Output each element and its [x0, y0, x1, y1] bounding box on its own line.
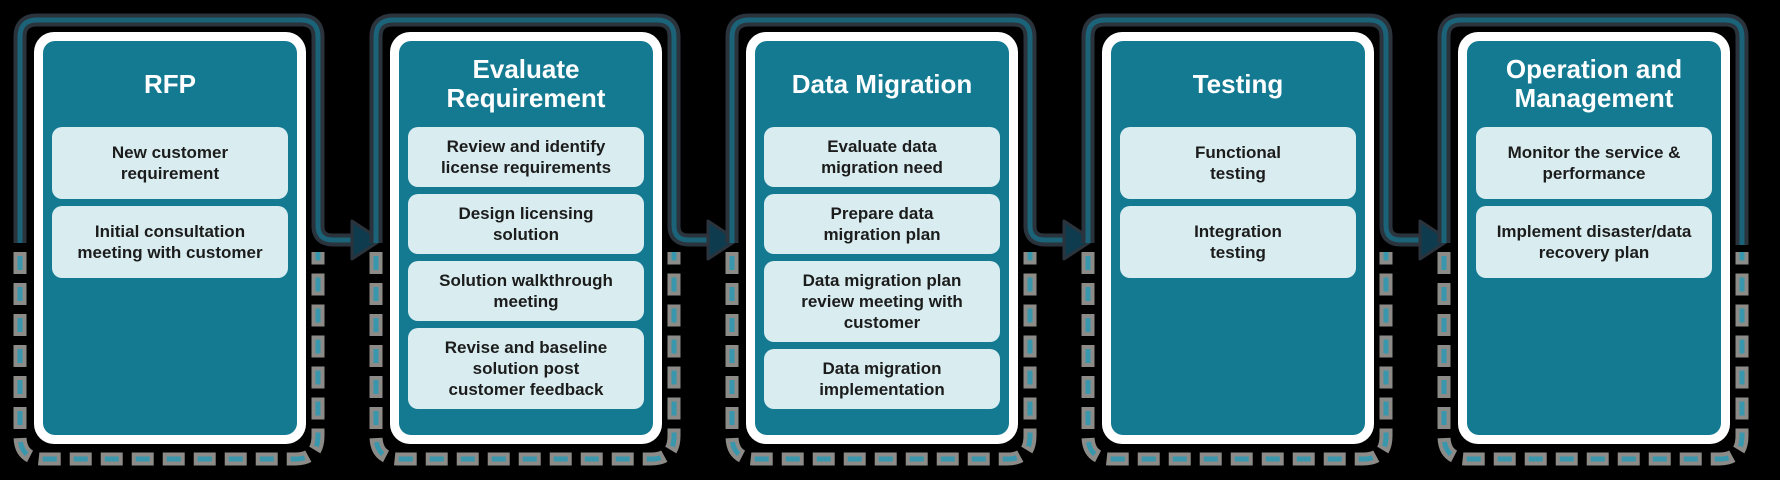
stage-outline-top-core: [17, 17, 352, 243]
stage-title: Operation and Management: [1505, 54, 1683, 113]
flow-arrow-icon: [1418, 219, 1451, 261]
stage-card-testing: Testing Functional testing Integration t…: [1102, 32, 1374, 444]
stage-outline-bottom-dashed-core: [1441, 252, 1745, 462]
stage-2-connector: [369, 13, 739, 466]
stage-outline-bottom-dashed-core: [1085, 252, 1389, 462]
stage-card-rfp: RFP New customer requirement Initial con…: [34, 32, 306, 444]
stage-item: Monitor the service & performance: [1476, 127, 1712, 199]
stage-outline-top-core: [729, 17, 1064, 243]
stage-4-connector: [1081, 13, 1451, 466]
stage-outline-top-core: [1085, 17, 1420, 243]
stage-3-connector: [725, 13, 1095, 466]
stage-outline-bottom-dashed-core: [729, 252, 1033, 462]
stage-card-evaluate-requirement: Evaluate Requirement Review and identify…: [390, 32, 662, 444]
stage-item: Data migration implementation: [764, 349, 1000, 409]
stage-outline-bottom-dashed-core: [17, 252, 321, 462]
stage-item: Design licensing solution: [408, 194, 644, 254]
stage-outline-top-core: [1441, 17, 1745, 245]
stage-item: Prepare data migration plan: [764, 194, 1000, 254]
stage-item: Data migration plan review meeting with …: [764, 261, 1000, 342]
stage-item: Revise and baseline solution post custom…: [408, 328, 644, 409]
stage-item: Integration testing: [1120, 206, 1356, 278]
stage-outline-top-core: [373, 17, 708, 243]
stage-outline-bottom-dashed-core: [373, 252, 677, 462]
stage-title: RFP: [144, 68, 196, 99]
stage-1-connector: [13, 13, 383, 466]
flow-arrow-icon: [350, 219, 383, 261]
flow-arrow-icon: [1062, 219, 1095, 261]
stage-title: Evaluate Requirement: [446, 54, 606, 113]
stage-card-inner: Data Migration Evaluate data migration n…: [755, 41, 1009, 435]
stage-item: Initial consultation meeting with custom…: [52, 206, 288, 278]
stage-item: Review and identify license requirements: [408, 127, 644, 187]
stage-card-inner: RFP New customer requirement Initial con…: [43, 41, 297, 435]
stage-5-connector: [1437, 13, 1749, 466]
stage-item: Evaluate data migration need: [764, 127, 1000, 187]
stage-item: Solution walkthrough meeting: [408, 261, 644, 321]
stage-card-data-migration: Data Migration Evaluate data migration n…: [746, 32, 1018, 444]
stage-card-inner: Testing Functional testing Integration t…: [1111, 41, 1365, 435]
stage-card-inner: Operation and Management Monitor the ser…: [1467, 41, 1721, 435]
flow-arrow-icon: [706, 219, 739, 261]
stage-item: New customer requirement: [52, 127, 288, 199]
stage-item: Functional testing: [1120, 127, 1356, 199]
stage-card-inner: Evaluate Requirement Review and identify…: [399, 41, 653, 435]
stage-card-operation-and-management: Operation and Management Monitor the ser…: [1458, 32, 1730, 444]
stage-title: Testing: [1192, 68, 1284, 99]
stage-item: Implement disaster/data recovery plan: [1476, 206, 1712, 278]
stage-title: Data Migration: [791, 68, 973, 99]
